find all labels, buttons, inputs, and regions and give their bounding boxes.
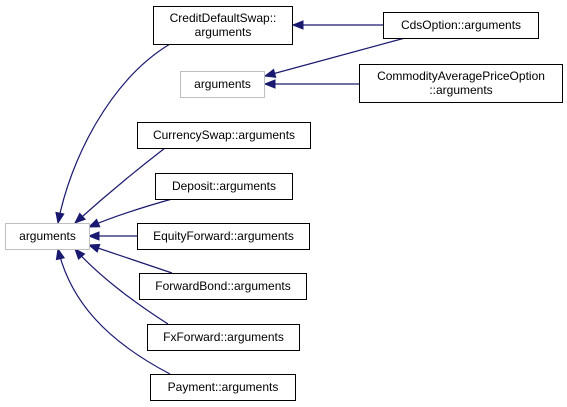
edge-currency-swap-arguments-to-arguments-root [74,147,166,224]
node-fx-forward-arguments[interactable]: FxForward::arguments [147,324,300,351]
edge-credit-default-swap-arguments-to-arguments-root [57,43,171,224]
node-forward-bond-arguments[interactable]: ForwardBond::arguments [139,273,307,300]
node-cds-option-arguments[interactable]: CdsOption::arguments [383,12,539,39]
node-box-commodity-average-price-option-arguments[interactable] [359,64,563,103]
node-credit-default-swap-arguments[interactable]: CreditDefaultSwap::arguments [153,6,293,45]
edges-layer [55,20,406,375]
edge-payment-arguments-to-arguments-root [57,248,171,375]
node-deposit-arguments[interactable]: Deposit::arguments [155,173,293,200]
arrowhead-cds-option-arguments-to-credit-default-swap-arguments [291,20,304,30]
node-equity-forward-arguments[interactable]: EquityForward::arguments [137,223,310,250]
arrowhead-cds-option-arguments-to-arguments-mid [263,68,277,78]
arrowhead-commodity-average-price-option-arguments-to-arguments-mid [263,79,276,89]
nodes-layer: CreditDefaultSwap::arguments CdsOption::a… [5,6,563,401]
node-payment-arguments[interactable]: Payment::arguments [150,374,296,401]
node-label-forward-bond-arguments: ForwardBond::arguments [155,279,290,293]
arrowhead-payment-arguments-to-arguments-root [55,247,66,261]
node-box-fx-forward-arguments[interactable] [147,324,300,351]
node-box-credit-default-swap-arguments[interactable] [153,6,293,45]
edge-cds-option-arguments-to-arguments-mid [264,37,406,77]
arrowhead-forward-bond-arguments-to-arguments-root [87,243,101,253]
node-label-deposit-arguments: Deposit::arguments [172,179,276,193]
node-label-credit-default-swap-arguments: CreditDefaultSwap:: [170,11,277,25]
node-label-fx-forward-arguments: FxForward::arguments [163,330,284,344]
node-label-commodity-average-price-option-arguments: CommodityAveragePriceOption [377,69,545,83]
arrowhead-deposit-arguments-to-arguments-root [87,218,101,228]
node-box-arguments-root[interactable] [5,223,90,250]
node-arguments-root[interactable]: arguments [5,223,90,250]
node-currency-swap-arguments[interactable]: CurrencySwap::arguments [137,122,311,149]
node-commodity-average-price-option-arguments[interactable]: CommodityAveragePriceOption::arguments [359,64,563,103]
node-label-credit-default-swap-arguments: arguments [195,25,252,39]
edge-deposit-arguments-to-arguments-root [88,198,173,228]
arrowhead-currency-swap-arguments-to-arguments-root [73,212,86,224]
node-label-arguments-root: arguments [19,229,76,243]
node-label-cds-option-arguments: CdsOption::arguments [401,18,521,32]
node-label-payment-arguments: Payment::arguments [168,380,279,394]
node-box-deposit-arguments[interactable] [155,173,293,200]
arrowhead-fx-forward-arguments-to-arguments-root [74,247,86,261]
node-label-equity-forward-arguments: EquityForward::arguments [153,229,294,243]
node-label-arguments-mid: arguments [194,77,251,91]
node-box-cds-option-arguments[interactable] [383,12,539,39]
node-box-payment-arguments[interactable] [150,374,296,401]
node-box-equity-forward-arguments[interactable] [137,223,310,250]
node-label-commodity-average-price-option-arguments: ::arguments [429,83,492,97]
node-arguments-mid[interactable]: arguments [180,71,265,98]
node-box-currency-swap-arguments[interactable] [137,122,311,149]
node-box-arguments-mid[interactable] [180,71,265,98]
arrowhead-credit-default-swap-arguments-to-arguments-root [55,211,65,225]
arrowhead-equity-forward-arguments-to-arguments-root [87,231,100,241]
node-label-currency-swap-arguments: CurrencySwap::arguments [153,128,295,142]
node-box-forward-bond-arguments[interactable] [139,273,307,300]
